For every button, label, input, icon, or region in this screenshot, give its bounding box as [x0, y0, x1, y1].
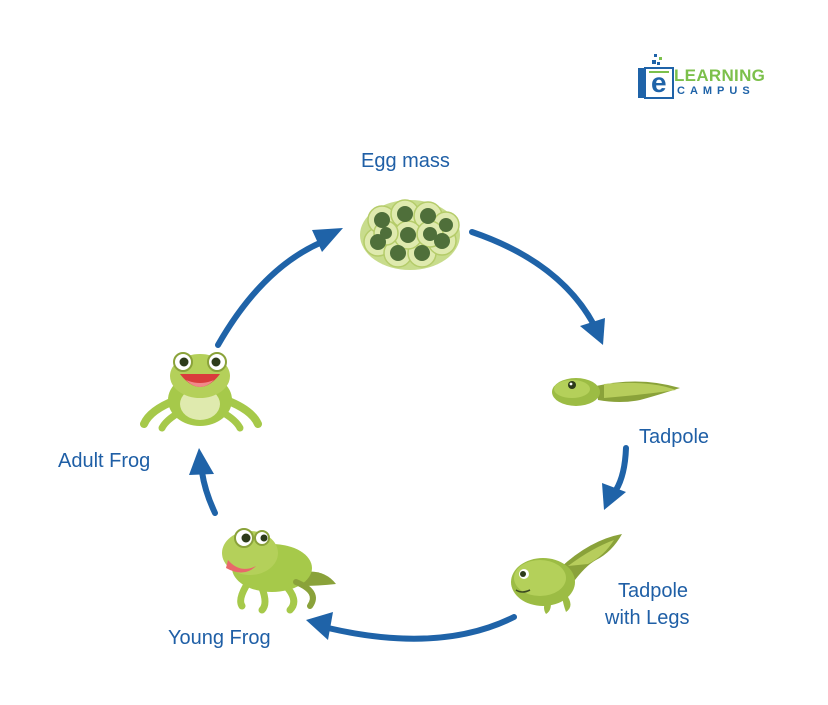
- arrow-adult-frog-to-eggs: [215, 228, 343, 348]
- label-young-frog: Young Frog: [168, 627, 271, 649]
- label-tadpole-with-legs-line2: with Legs: [605, 607, 690, 629]
- young-frog-illustration: [222, 528, 336, 614]
- adult-frog-illustration: [140, 352, 262, 432]
- logo-graphic: [638, 54, 674, 99]
- logo-line2: CAMPUS: [677, 85, 755, 97]
- arrow-young-to-adult-frog: [189, 448, 218, 516]
- logo-line1: LEARNING: [674, 66, 766, 85]
- label-egg-mass: Egg mass: [361, 150, 450, 172]
- label-adult-frog: Adult Frog: [58, 450, 151, 472]
- label-tadpole: Tadpole: [639, 426, 710, 448]
- logo-letter: e: [651, 67, 667, 98]
- label-tadpole-with-legs-line1: Tadpole: [618, 580, 689, 602]
- arrow-legs-to-young-frog: [306, 612, 517, 642]
- egg-mass-illustration: [360, 199, 460, 270]
- arrow-eggs-to-tadpole: [469, 229, 605, 345]
- tadpole-illustration: [552, 378, 680, 406]
- arrow-tadpole-to-legs: [602, 445, 629, 510]
- tadpole-with-legs-illustration: [511, 534, 622, 614]
- elearning-campus-logo: e LEARNING CAMPUS: [636, 52, 776, 102]
